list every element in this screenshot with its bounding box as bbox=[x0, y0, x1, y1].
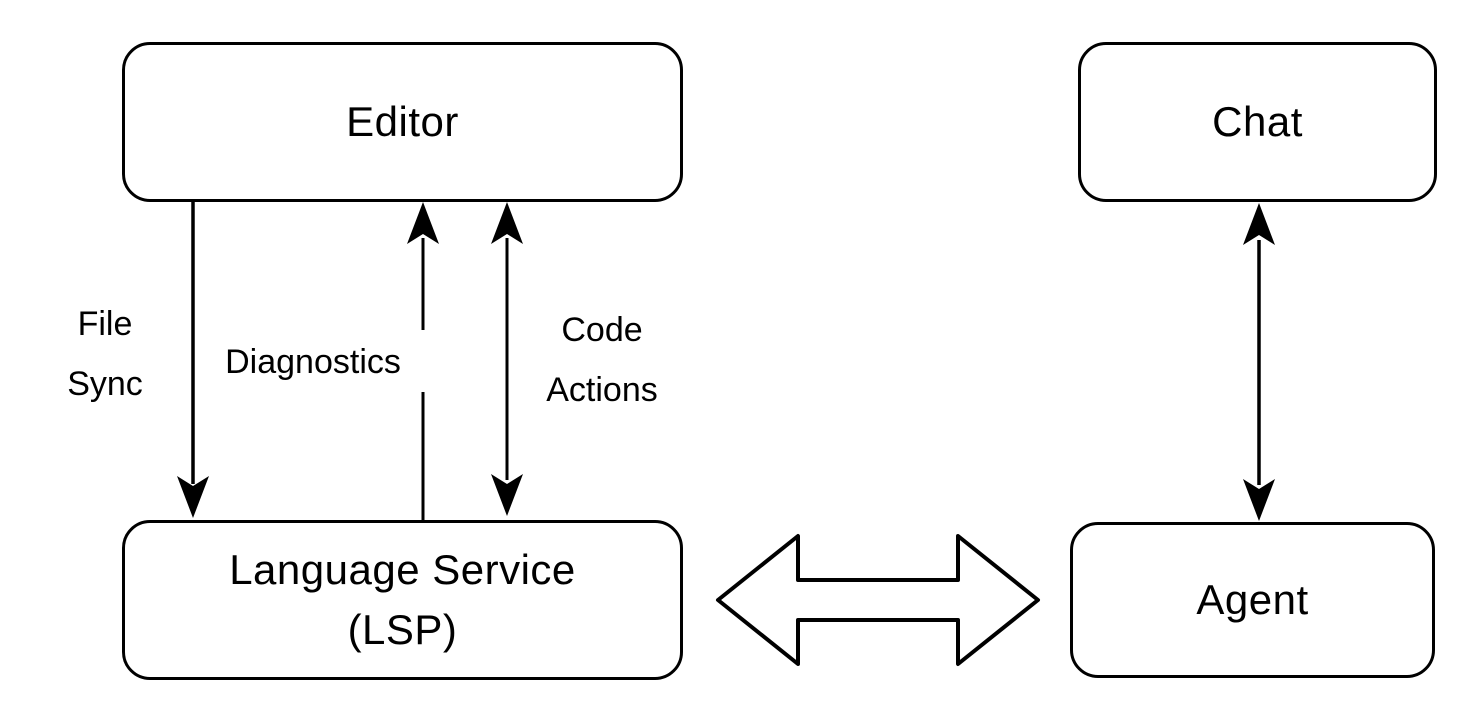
edge-chat-agent bbox=[1243, 203, 1275, 521]
node-agent-label: Agent bbox=[1196, 576, 1309, 623]
chat-agent-arrowhead-down-icon bbox=[1243, 479, 1275, 521]
edge-diagnostics bbox=[407, 202, 439, 521]
edge-label-code-actions-line2: Actions bbox=[546, 371, 658, 409]
file-sync-arrowhead-down-icon bbox=[177, 476, 209, 518]
edge-label-file-sync: File Sync bbox=[25, 294, 185, 414]
edge-label-code-actions: Code Actions bbox=[502, 300, 702, 420]
edge-lsp-agent bbox=[716, 534, 1040, 666]
edge-label-diagnostics-text: Diagnostics bbox=[225, 343, 401, 381]
edge-label-code-actions-line1: Code bbox=[561, 311, 643, 349]
diagnostics-arrowhead-up-icon bbox=[407, 202, 439, 244]
node-editor[interactable]: Editor bbox=[122, 42, 683, 202]
node-chat-label: Chat bbox=[1212, 98, 1303, 145]
edge-label-diagnostics: Diagnostics bbox=[193, 332, 433, 392]
node-language-service-lsp[interactable]: Language Service (LSP) bbox=[122, 520, 683, 680]
code-actions-arrowhead-up-icon bbox=[491, 202, 523, 244]
code-actions-arrowhead-down-icon bbox=[491, 474, 523, 516]
lsp-agent-hollow-double-arrow-icon bbox=[716, 534, 1040, 666]
edge-label-file-sync-line1: File bbox=[77, 305, 133, 343]
edge-code-actions bbox=[491, 202, 523, 516]
chat-agent-arrowhead-up-icon bbox=[1243, 203, 1275, 245]
node-chat[interactable]: Chat bbox=[1078, 42, 1437, 202]
node-lsp-label-line2: (LSP) bbox=[347, 606, 458, 653]
node-agent[interactable]: Agent bbox=[1070, 522, 1435, 678]
node-lsp-label-line1: Language Service bbox=[229, 546, 576, 593]
node-editor-label: Editor bbox=[346, 98, 459, 145]
edge-file-sync bbox=[177, 201, 209, 518]
edge-label-file-sync-line2: Sync bbox=[67, 365, 143, 403]
